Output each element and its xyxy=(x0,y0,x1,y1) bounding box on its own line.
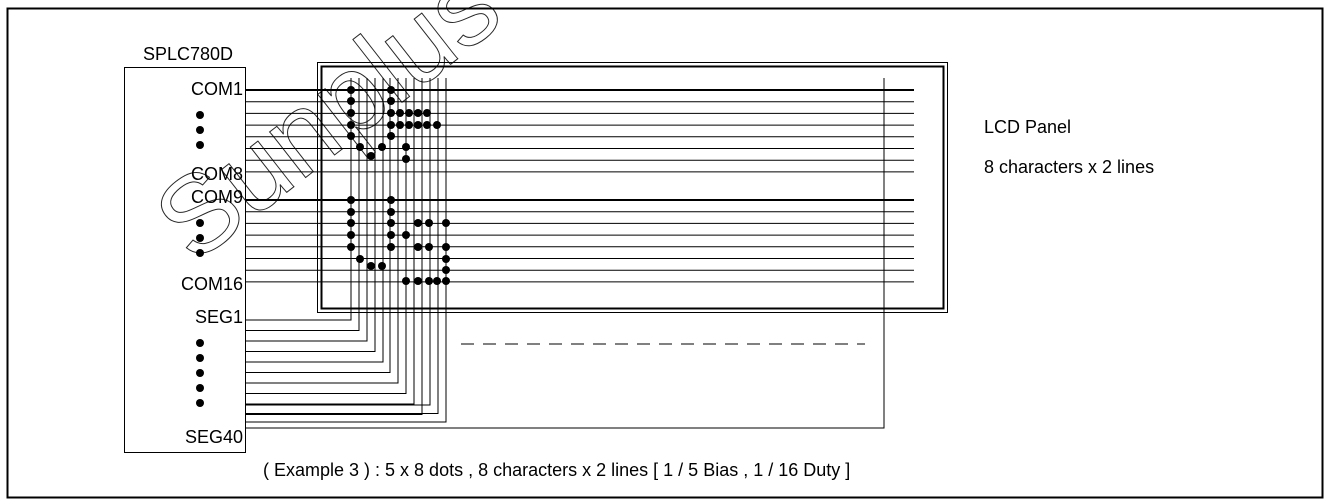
lit-pixel-dot-7 xyxy=(367,152,375,160)
lit-pixel-dot-34 xyxy=(387,208,395,216)
lit-pixel-dot-46 xyxy=(442,266,450,274)
lit-pixel-dot-31 xyxy=(367,262,375,270)
lit-pixel-dot-30 xyxy=(356,255,364,263)
panel-spec: 8 characters x 2 lines xyxy=(984,157,1154,177)
lit-pixel-dot-26 xyxy=(347,208,355,216)
lit-pixel-dot-49 xyxy=(425,277,433,285)
watermark: Sunplus For ARTI xyxy=(132,0,891,284)
lit-pixel-dot-8 xyxy=(378,143,386,151)
lit-pixel-dot-32 xyxy=(378,262,386,270)
seg-line-extra-2 xyxy=(245,78,439,414)
lit-pixel-dot-37 xyxy=(387,243,395,251)
lit-pixel-dot-27 xyxy=(347,219,355,227)
seg-line-extra-1 xyxy=(245,78,431,406)
pin-label-com1: COM1 xyxy=(191,79,243,99)
figure-caption: ( Example 3 ) : 5 x 8 dots , 8 character… xyxy=(263,460,850,480)
lit-pixel-dot-12 xyxy=(387,121,395,129)
lit-pixel-dot-36 xyxy=(387,231,395,239)
lit-pixel-dot-17 xyxy=(423,109,431,117)
chip-name: SPLC780D xyxy=(143,44,233,64)
seg-line-6 xyxy=(245,78,391,373)
lit-pixel-dot-47 xyxy=(402,277,410,285)
lit-pixel-dot-13 xyxy=(387,132,395,140)
seg-line-40 xyxy=(245,78,885,429)
lit-pixel-dot-38 xyxy=(402,231,410,239)
pin-label-com16: COM16 xyxy=(181,274,243,294)
lit-pixel-dots xyxy=(347,86,450,285)
lit-pixel-dot-22 xyxy=(433,121,441,129)
lit-pixel-dot-24 xyxy=(402,155,410,163)
lit-pixel-dot-29 xyxy=(347,243,355,251)
lit-pixel-dot-20 xyxy=(414,121,422,129)
lit-pixel-dot-50 xyxy=(433,277,441,285)
lit-pixel-dot-51 xyxy=(442,277,450,285)
chip-box xyxy=(124,67,246,453)
seg-line-4 xyxy=(245,78,376,352)
seg-ellipsis xyxy=(196,339,204,407)
lit-pixel-dot-48 xyxy=(414,277,422,285)
lit-pixel-dot-39 xyxy=(414,219,422,227)
pin-label-com8: COM8 xyxy=(191,164,243,184)
com-ellipsis-bottom xyxy=(196,219,204,257)
seg-line-9 xyxy=(245,78,415,405)
pin-label-seg1: SEG1 xyxy=(195,307,243,327)
lit-pixel-dot-19 xyxy=(405,121,413,129)
lit-pixel-dot-10 xyxy=(387,97,395,105)
lcd-panel-outer xyxy=(317,62,948,313)
seg-line-7 xyxy=(245,78,399,384)
seg-line-2 xyxy=(245,78,360,331)
lit-pixel-dot-5 xyxy=(347,132,355,140)
seg-line-5 xyxy=(245,78,384,363)
seg-line-8 xyxy=(245,78,407,394)
lit-pixel-dot-42 xyxy=(414,243,422,251)
lit-pixel-dot-23 xyxy=(402,143,410,151)
lit-pixel-dot-1 xyxy=(347,86,355,94)
lit-pixel-dot-18 xyxy=(396,121,404,129)
watermark-text: Sunplus For ARTI xyxy=(133,0,891,284)
lit-pixel-dot-14 xyxy=(396,109,404,117)
panel-title: LCD Panel xyxy=(984,117,1071,137)
com-ellipsis-top xyxy=(196,111,204,149)
lit-pixel-dot-21 xyxy=(423,121,431,129)
lcd-panel-inner xyxy=(320,65,945,310)
figure-frame xyxy=(6,7,1324,499)
lit-pixel-dot-44 xyxy=(442,243,450,251)
lit-pixel-dot-3 xyxy=(347,109,355,117)
seg-line-10 xyxy=(245,78,423,415)
segment-lines xyxy=(245,78,885,429)
lit-pixel-dot-45 xyxy=(442,255,450,263)
lit-pixel-dot-35 xyxy=(387,219,395,227)
lit-pixel-dot-41 xyxy=(442,219,450,227)
lit-pixel-dot-16 xyxy=(414,109,422,117)
lit-pixel-dot-33 xyxy=(387,196,395,204)
lit-pixel-dot-2 xyxy=(347,97,355,105)
seg-line-1 xyxy=(245,78,352,321)
seg-line-extra-3 xyxy=(245,78,447,423)
lit-pixel-dot-15 xyxy=(405,109,413,117)
pin-label-com9: COM9 xyxy=(191,187,243,207)
lit-pixel-dot-25 xyxy=(347,196,355,204)
lit-pixel-dot-28 xyxy=(347,231,355,239)
pin-label-seg40: SEG40 xyxy=(185,427,243,447)
lit-pixel-dot-9 xyxy=(387,86,395,94)
seg-line-3 xyxy=(245,78,368,342)
lit-pixel-dot-43 xyxy=(425,243,433,251)
lit-pixel-dot-40 xyxy=(425,219,433,227)
lit-pixel-dot-4 xyxy=(347,121,355,129)
lit-pixel-dot-6 xyxy=(356,143,364,151)
common-lines xyxy=(245,89,914,283)
lit-pixel-dot-11 xyxy=(387,109,395,117)
